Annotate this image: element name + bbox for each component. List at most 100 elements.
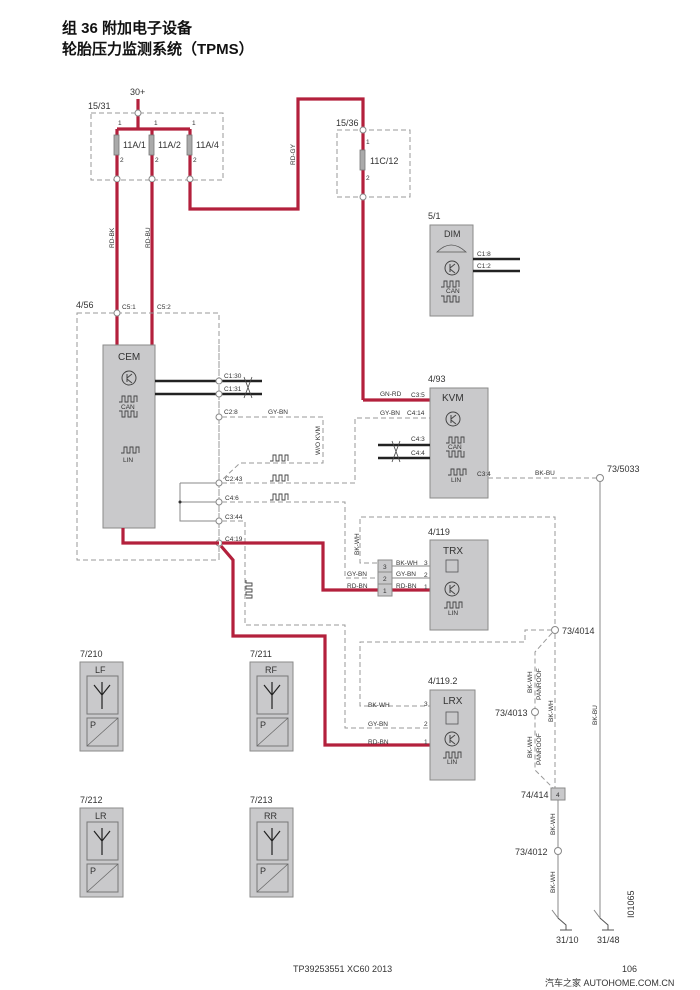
fuse-icon bbox=[186, 134, 193, 156]
wire-label: RD-BN bbox=[347, 583, 368, 590]
sensor-name: LR bbox=[95, 811, 107, 821]
watermark: 汽车之家 AUTOHOME.COM.CN bbox=[545, 977, 674, 988]
signal-wave-icon bbox=[447, 468, 467, 476]
pin-label: 1 bbox=[118, 120, 122, 127]
pressure-sensor-icon bbox=[86, 863, 119, 893]
pin-label: C1:2 bbox=[477, 263, 491, 270]
wire-label: GY-BN bbox=[268, 409, 288, 416]
kvm-can-wires bbox=[378, 443, 430, 460]
wire-label: BK-WH bbox=[550, 813, 557, 835]
splice-icon bbox=[554, 847, 562, 855]
kvm-module: 4/93 KVM CAN LIN C3:5 C4:14 C4:3 C4:4 C3… bbox=[407, 374, 491, 499]
wire-label: W/O KVM bbox=[315, 426, 322, 455]
wire-rd-bn-trx bbox=[121, 528, 430, 592]
sensor-id: 7/211 bbox=[250, 649, 272, 659]
splice-icon bbox=[596, 474, 604, 482]
fuse-label: 11A/2 bbox=[158, 140, 181, 150]
tire-sensor-rr: 7/213 RR P bbox=[249, 795, 294, 898]
pressure-sensor-icon bbox=[86, 717, 119, 747]
sensor-id: 7/212 bbox=[80, 795, 103, 805]
sensor-name: RR bbox=[264, 811, 277, 821]
wire-gy-bn-lrx bbox=[222, 520, 430, 729]
wire-label: BK-WH bbox=[550, 871, 557, 893]
fuse-label: 11A/4 bbox=[196, 140, 219, 150]
dim-module: 5/1 DIM CAN C1:8 C1:2 bbox=[428, 211, 491, 317]
wire-cem-supply bbox=[115, 182, 154, 345]
pin-label: 2 bbox=[424, 721, 428, 728]
module-name: CEM bbox=[118, 352, 140, 363]
pressure-sensor-icon bbox=[256, 717, 289, 747]
pin-label: C4:4 bbox=[411, 450, 425, 457]
signal-wave-icon bbox=[442, 751, 462, 759]
wire-label: BK-BU bbox=[592, 705, 599, 725]
wire-label: BK-WH bbox=[354, 533, 361, 555]
sensor-id: 7/210 bbox=[80, 649, 103, 659]
wire-label: RD-BN bbox=[396, 583, 417, 590]
page-heading: 组 36 附加电子设备 bbox=[62, 19, 193, 37]
signal-wave-icon bbox=[245, 579, 253, 599]
pin-label: C2:43 bbox=[225, 476, 243, 483]
wire-label: RD-BU bbox=[145, 227, 152, 248]
signal-wave-icon bbox=[440, 280, 460, 288]
sensor-name: LF bbox=[95, 665, 106, 675]
pin-label: 3 bbox=[424, 701, 428, 708]
pin-label: C1:30 bbox=[224, 373, 242, 380]
fuse-label: 11A/1 bbox=[123, 140, 146, 150]
pin-label: C5:1 bbox=[122, 304, 136, 311]
wire-rd-gy bbox=[188, 97, 365, 211]
wire-bk-bu-ground bbox=[593, 482, 601, 920]
lin-label: LIN bbox=[448, 610, 458, 617]
wire-label: GY-BN bbox=[380, 410, 400, 417]
antenna-icon bbox=[445, 559, 459, 573]
twisted-pair-icon bbox=[243, 376, 253, 399]
tire-sensor-lr: 7/212 LR P bbox=[79, 795, 124, 898]
fuse-icon bbox=[113, 134, 120, 156]
pressure-sensor-icon bbox=[256, 863, 289, 893]
pin-label: 1 bbox=[424, 584, 428, 591]
signal-wave-icon bbox=[269, 474, 289, 482]
fuse-icon bbox=[148, 134, 155, 156]
pin-label: 1 bbox=[366, 139, 370, 146]
pin-label: 2 bbox=[424, 572, 428, 579]
pin-label: 2 bbox=[120, 157, 124, 164]
dim-can-wires bbox=[473, 257, 520, 273]
lrx-module: 4/119.2 LRX LIN 3 2 1 bbox=[424, 676, 476, 781]
connector-label: 74/414 bbox=[521, 790, 549, 800]
module-name: LRX bbox=[443, 696, 463, 707]
page-number: 106 bbox=[622, 964, 637, 974]
fusebox-15-31: 15/31 11A/1 11A/2 11A/4 1 1 1 2 2 2 bbox=[88, 101, 224, 183]
pin-label: 3 bbox=[383, 564, 387, 571]
pin-label: 1 bbox=[424, 739, 428, 746]
sensor-name: RF bbox=[265, 665, 277, 675]
cem-pin-labels: C1:30 C1:31 C2:8 C2:43 C4:6 C3:44 C4:19 bbox=[224, 373, 243, 543]
pin-label: C4:19 bbox=[225, 536, 243, 543]
wire-rd-bn-lrx bbox=[219, 544, 430, 747]
fuse-label: 11C/12 bbox=[370, 156, 398, 166]
fusebox-15-36: 15/36 11C/12 1 2 bbox=[336, 118, 411, 400]
signal-wave-icon bbox=[269, 454, 289, 462]
pin-label: C3:4 bbox=[477, 471, 491, 478]
pin-label: C2:8 bbox=[224, 409, 238, 416]
wire-label: BK-WH bbox=[368, 702, 390, 709]
pin-label: 2 bbox=[366, 175, 370, 182]
module-id: 4/93 bbox=[428, 374, 446, 384]
pressure-label: P bbox=[260, 720, 266, 730]
trx-module: 4/119 TRX LIN 3 2 1 bbox=[424, 527, 489, 631]
pin-label: 2 bbox=[383, 576, 387, 583]
wire-bk-wh-trx bbox=[359, 516, 556, 627]
pin-label: 2 bbox=[155, 157, 159, 164]
trx-wires bbox=[392, 565, 430, 579]
module-name: TRX bbox=[443, 546, 463, 557]
ground-icon bbox=[599, 917, 614, 931]
pin-label: C4:3 bbox=[411, 436, 425, 443]
splice-label: 73/5033 bbox=[607, 464, 640, 474]
signal-wave-icon bbox=[440, 295, 460, 303]
pin-label: 4 bbox=[556, 792, 560, 799]
display-icon bbox=[436, 244, 468, 253]
wire-label: BK-BU bbox=[535, 470, 555, 477]
signal-wave-icon bbox=[445, 450, 465, 458]
wire-label: GY-BN bbox=[368, 721, 388, 728]
signal-wave-icon bbox=[445, 436, 465, 444]
can-label: CAN bbox=[446, 288, 460, 295]
wire-label: RD-BN bbox=[368, 739, 389, 746]
